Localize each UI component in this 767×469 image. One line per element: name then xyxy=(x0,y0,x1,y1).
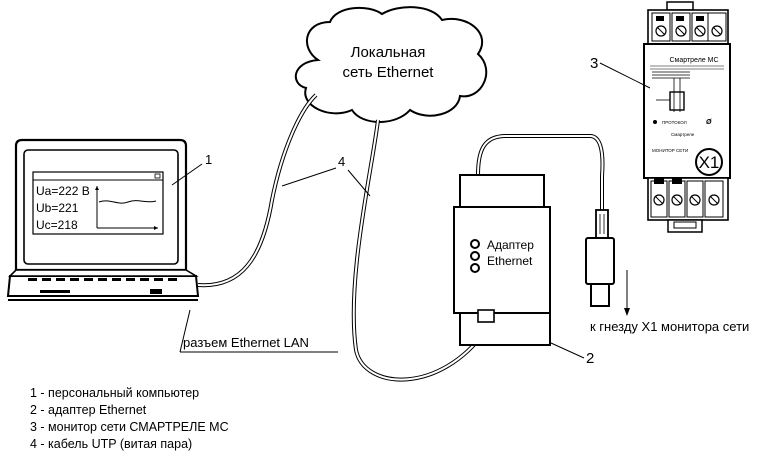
cable-number: 4 xyxy=(338,154,345,169)
cloud-label-line2: сеть Ethernet xyxy=(343,64,435,81)
legend: 1 - персональный компьютер 2 - адаптер E… xyxy=(30,385,229,453)
monitor-top-terminals xyxy=(651,12,727,42)
monitor-title: Смартреле МС xyxy=(669,57,718,64)
reading-ub: Ub=221 xyxy=(36,201,79,215)
arrow-down-icon xyxy=(624,308,630,316)
cloud-label-line1: Локальная xyxy=(351,44,426,61)
laptop: Ua=222 В Ub=221 Uc=218 1 xyxy=(6,138,212,301)
cable-number-4: 4 xyxy=(281,154,371,197)
monitor-led xyxy=(653,120,657,124)
monitor-bottom-text: МОНИТОР СЕТИ xyxy=(652,148,688,153)
x-axis-arrow-icon xyxy=(154,226,158,230)
ethernet-lan-port xyxy=(150,289,162,294)
monitor-x1-port: МОНИТОР СЕТИ X1 xyxy=(652,148,723,176)
ethernet-adapter: Адаптер Ethernet 2 xyxy=(453,174,594,367)
y-axis-arrow-icon xyxy=(95,186,99,190)
monitor-number: 3 xyxy=(590,55,598,72)
network-cloud: Локальная сеть Ethernet xyxy=(294,6,488,123)
utp-cables xyxy=(197,93,605,382)
monitor-x1-label: X1 xyxy=(699,153,720,172)
monitor-schematic xyxy=(652,71,690,112)
adapter-led-3 xyxy=(470,263,480,273)
legend-item: 3 - монитор сети СМАРТРЕЛЕ МС xyxy=(30,420,229,434)
adapter-led-2 xyxy=(470,251,480,261)
adapter-rj45-port xyxy=(477,309,495,323)
legend-item: 1 - персональный компьютер xyxy=(30,386,200,400)
reading-uc: Uc=218 xyxy=(36,218,78,232)
monitor-logo-mark: Ø xyxy=(706,119,712,126)
monitor-small-text: ПРОТОКОЛ xyxy=(662,120,687,125)
monitor-bottom-terminals xyxy=(647,177,729,221)
adapter-led-1 xyxy=(470,239,480,249)
adapter-number: 2 xyxy=(586,350,594,367)
laptop-screen-window: Ua=222 В Ub=221 Uc=218 xyxy=(32,171,164,235)
mini-chart-line xyxy=(98,200,157,204)
reading-ua: Ua=222 В xyxy=(36,184,90,198)
network-monitor: Смартреле МС ПРОТОКОЛ Ø Смартреле МОНИТО… xyxy=(590,1,731,233)
legend-item: 4 - кабель UTP (витая пара) xyxy=(30,437,193,451)
x1-plug: к гнезду X1 монитора сети xyxy=(585,209,749,334)
lan-connector-callout: разъем Ethernet LAN xyxy=(179,309,338,353)
plug-label: к гнезду X1 монитора сети xyxy=(590,319,749,334)
laptop-keys xyxy=(28,278,177,281)
lan-connector-label: разъем Ethernet LAN xyxy=(183,335,309,350)
laptop-number: 1 xyxy=(205,152,212,167)
window-close-icon xyxy=(154,173,161,179)
legend-item: 2 - адаптер Ethernet xyxy=(30,403,147,417)
adapter-label-line2: Ethernet xyxy=(487,254,533,268)
monitor-brand-small: Смартреле xyxy=(671,132,695,137)
adapter-label-line1: Адаптер xyxy=(487,238,534,252)
